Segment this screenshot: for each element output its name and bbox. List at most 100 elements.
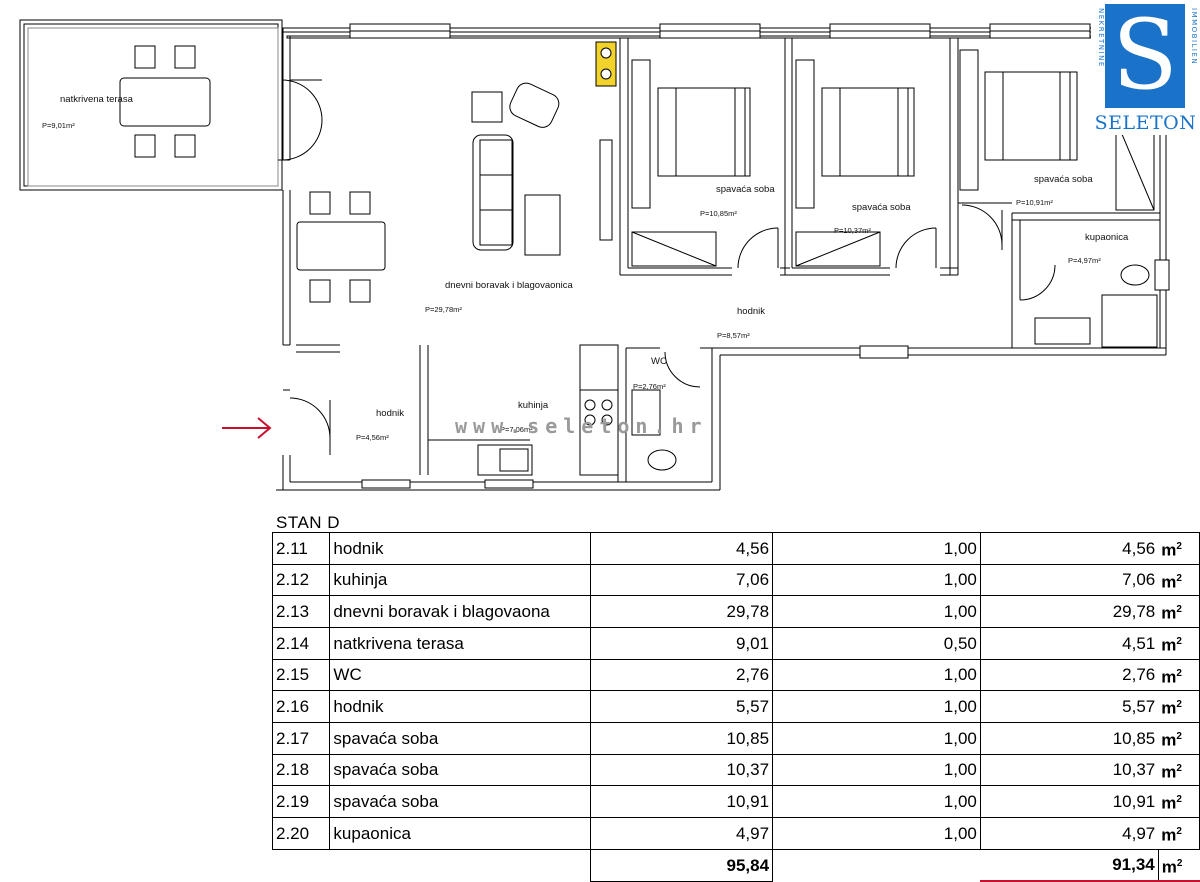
logo-vertical-right: IMMOBILIEN [1190, 8, 1198, 65]
row-room-name: spavaća soba [329, 753, 592, 787]
room-area-boravak: P=29,78m² [425, 305, 462, 314]
row-area: 7,06 [590, 563, 774, 597]
total-empty [273, 849, 330, 881]
row-coefficient: 1,00 [772, 532, 981, 565]
row-area: 4,97 [590, 816, 774, 850]
row-room-name: kupaonica [329, 816, 592, 850]
row-code: 2.14 [271, 626, 331, 660]
room-area-hodnik1: P=4,56m² [356, 433, 389, 442]
table-title: STAN D [276, 513, 341, 532]
row-area: 29,78 [590, 595, 774, 628]
row-unit-text: m [1161, 698, 1177, 718]
door-arc [281, 79, 323, 121]
row-code: 2.18 [271, 753, 331, 787]
row-code: 2.16 [271, 690, 331, 723]
row-area: 10,85 [590, 721, 774, 755]
row-coefficient: 1,00 [772, 658, 981, 692]
row-coefficient: 1,00 [772, 721, 981, 755]
row-result: 10,37 [979, 753, 1159, 787]
room-area-soba2: P=10,37m² [834, 226, 871, 235]
row-unit-sup: 2 [1176, 794, 1182, 806]
room-label-soba1: spavaća soba [716, 184, 775, 195]
logo-brand: SELETON [1094, 112, 1197, 134]
row-coefficient: 1,00 [772, 753, 981, 787]
room-label-wc: WC [651, 356, 667, 367]
row-room-name: dnevni boravak i blagovaona [329, 595, 592, 628]
room-area-kuhinja: P=7,06m² [500, 425, 533, 434]
seleton-logo-mark: S NEKRETNINE IMMOBILIEN [1091, 0, 1200, 112]
room-area-kupaonica: P=4,97m² [1068, 256, 1101, 265]
logo-letter: S [1112, 0, 1178, 111]
entrance-arrow-icon [222, 417, 272, 439]
row-area: 4,56 [590, 532, 774, 565]
floor-plan: natkrivena terasa P=9,01m² dnevni borava… [19, 19, 1170, 491]
row-result: 4,97 [979, 816, 1159, 850]
row-unit-sup: 2 [1176, 762, 1182, 774]
row-unit-text: m [1161, 540, 1177, 560]
row-result: 10,91 [979, 785, 1159, 818]
row-unit: m2 [1158, 532, 1200, 565]
row-area: 5,57 [590, 690, 774, 723]
room-label-kupaonica: kupaonica [1085, 232, 1129, 243]
row-unit-text: m [1161, 667, 1177, 687]
row-unit-text: m [1161, 730, 1177, 750]
row-area: 10,91 [590, 785, 774, 818]
row-result: 4,51 [979, 626, 1159, 660]
row-unit: m2 [1158, 721, 1200, 755]
row-unit: m2 [1158, 753, 1200, 787]
room-label-hodnik2: hodnik [737, 306, 765, 317]
room-label-terasa: natkrivena terasa [60, 94, 134, 105]
row-area: 2,76 [590, 658, 774, 692]
row-unit-text: m [1161, 572, 1177, 592]
room-area-hodnik2: P=8,57m² [717, 331, 750, 340]
row-unit-text: m [1161, 793, 1177, 813]
total-empty [773, 849, 981, 881]
room-area-soba1: P=10,85m² [700, 209, 737, 218]
row-unit-sup: 2 [1176, 825, 1182, 837]
total-area: 95,84 [590, 848, 774, 882]
row-code: 2.15 [271, 658, 331, 692]
row-unit-sup: 2 [1176, 572, 1182, 584]
row-unit-sup: 2 [1176, 730, 1182, 742]
row-code: 2.19 [271, 785, 331, 818]
row-code: 2.20 [271, 816, 331, 850]
row-room-name: kuhinja [329, 563, 592, 597]
row-result: 5,57 [979, 690, 1159, 723]
row-result: 7,06 [979, 563, 1159, 597]
room-label-hodnik1: hodnik [376, 408, 404, 419]
row-coefficient: 0,50 [772, 626, 981, 660]
row-coefficient: 1,00 [772, 595, 981, 628]
row-room-name: spavaća soba [329, 721, 592, 755]
logo-vertical-left: NEKRETNINE [1097, 8, 1105, 68]
room-label-soba2: spavaća soba [852, 202, 911, 213]
total-empty [330, 849, 591, 881]
row-unit-sup: 2 [1176, 667, 1182, 679]
row-coefficient: 1,00 [772, 785, 981, 818]
row-unit: m2 [1158, 626, 1200, 660]
row-unit-text: m [1161, 762, 1177, 782]
row-unit: m2 [1158, 816, 1200, 850]
row-room-name: hodnik [329, 532, 592, 565]
row-room-name: WC [329, 658, 592, 692]
row-unit: m2 [1158, 785, 1200, 818]
row-result: 4,56 [979, 532, 1159, 565]
row-coefficient: 1,00 [772, 563, 981, 597]
room-area-soba3: P=10,91m² [1016, 198, 1053, 207]
row-result: 10,85 [979, 721, 1159, 755]
row-unit: m2 [1158, 690, 1200, 723]
room-label-kuhinja: kuhinja [518, 400, 549, 411]
room-area-terasa: P=9,01m² [42, 121, 75, 130]
row-code: 2.17 [271, 721, 331, 755]
row-unit-text: m [1161, 603, 1177, 623]
row-room-name: hodnik [329, 690, 592, 723]
